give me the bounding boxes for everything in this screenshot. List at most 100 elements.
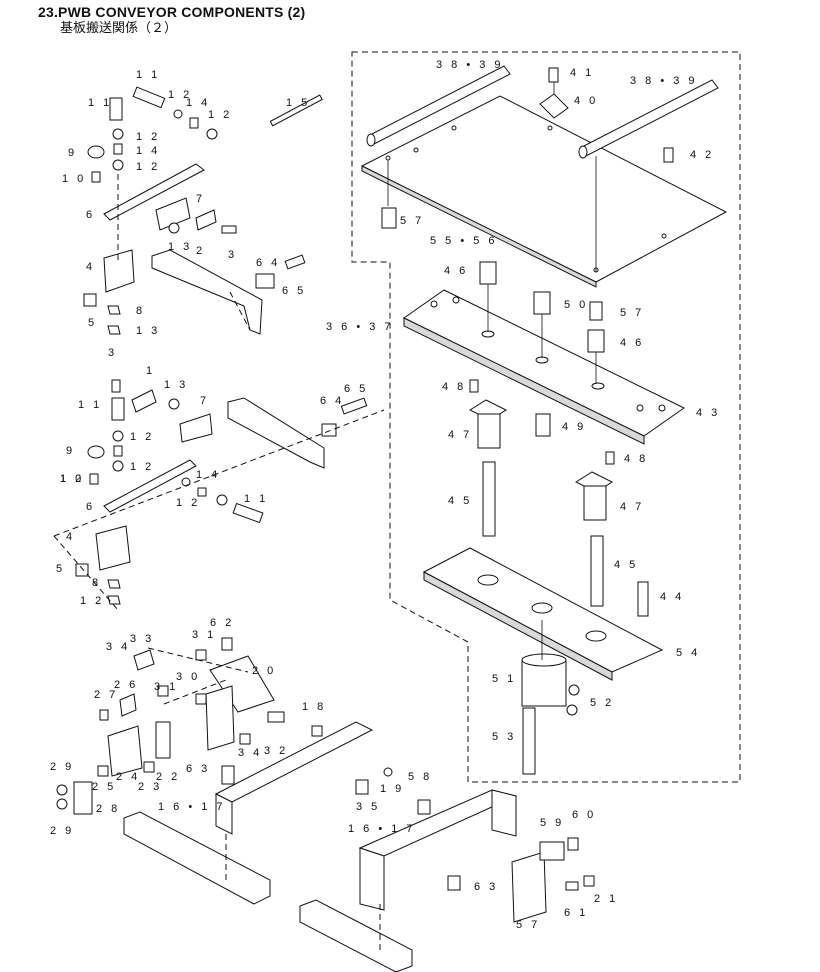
fitting-52b — [566, 704, 578, 716]
bracket-4b — [95, 525, 131, 571]
bolt-11c — [111, 397, 125, 421]
part-callout-label: 3 8 • 3 9 — [436, 59, 504, 71]
fitting-46a — [479, 261, 497, 285]
bottom-center-plate-assembly — [299, 789, 595, 972]
part-callout-label: 5 4 — [676, 647, 700, 659]
left-middle-rail-assembly — [53, 379, 385, 611]
bracket-24 — [107, 725, 143, 777]
part-callout-label: 4 5 — [448, 495, 472, 507]
part-callout-label: 1 4 — [196, 469, 220, 481]
bracket-4a — [103, 249, 135, 293]
knob-9b — [87, 445, 105, 459]
shaft-45b — [590, 535, 604, 607]
part-callout-label: 5 7 — [620, 307, 644, 319]
shaft-45a — [482, 461, 496, 537]
part-callout-label: 2 8 — [96, 803, 120, 815]
part-callout-label: 3 4 — [106, 641, 130, 653]
part-callout-label: 3 — [108, 347, 117, 359]
part-callout-label: 6 1 — [564, 907, 588, 919]
part-callout-label: 9 — [68, 147, 77, 159]
rod-53 — [522, 707, 536, 775]
part-callout-label: 1 1 — [78, 399, 102, 411]
part-callout-label: 5 7 — [516, 919, 540, 931]
part-callout-label: 4 3 — [696, 407, 720, 419]
part-callout-label: 1 3 — [164, 379, 188, 391]
part-callout-label: 1 5 — [286, 97, 310, 109]
part-callout-label: 5 8 — [408, 771, 432, 783]
part-callout-label: 1 1 — [88, 97, 112, 109]
part-callout-label: 3 2 — [264, 745, 288, 757]
part-callout-label: 5 — [56, 563, 65, 575]
part-callout-label: 1 2 — [208, 109, 232, 121]
part-callout-label: 3 6 • 3 7 — [326, 321, 394, 333]
page-title: 23.PWB CONVEYOR COMPONENTS (2) — [38, 4, 306, 20]
part-callout-label: 3 0 — [176, 671, 200, 683]
part-callout-label: 3 3 — [130, 633, 154, 645]
part-callout-label: 3 5 — [356, 801, 380, 813]
part-callout-label: 4 7 — [448, 429, 472, 441]
screw-5a — [83, 293, 97, 307]
base-plate-left — [123, 811, 271, 905]
part-callout-label: 1 1 — [136, 69, 160, 81]
cylinder-28 — [73, 781, 93, 815]
left-top-rail-assembly — [83, 86, 323, 335]
part-callout-label: 2 — [196, 245, 205, 257]
screw-48b — [605, 451, 615, 465]
part-callout-label: 7 — [200, 395, 209, 407]
part-callout-label: 1 2 — [80, 595, 104, 607]
part-callout-label: 4 5 — [614, 559, 638, 571]
part-callout-label: 1 4 — [186, 97, 210, 109]
part-callout-label: 3 — [228, 249, 237, 261]
part-callout-label: 4 8 — [442, 381, 466, 393]
screw-41 — [548, 67, 559, 83]
part-callout-label: 2 9 — [50, 825, 74, 837]
part-callout-label: 6 2 — [210, 617, 234, 629]
part-callout-label: 2 9 — [50, 761, 74, 773]
part-callout-label: 5 0 — [564, 299, 588, 311]
block-22 — [155, 721, 171, 759]
part-callout-label: 1 2 — [136, 131, 160, 143]
plate-57b — [511, 851, 547, 923]
part-callout-label: 1 8 — [302, 701, 326, 713]
fitting-50 — [533, 291, 551, 315]
part-callout-label: 7 — [196, 193, 205, 205]
screw-48a — [469, 379, 479, 393]
part-callout-label: 5 — [88, 317, 97, 329]
part-callout-label: 6 0 — [572, 809, 596, 821]
conveyor-plate-assembly — [360, 65, 728, 775]
part-callout-label: 1 2 — [130, 461, 154, 473]
part-callout-label: 5 2 — [590, 697, 614, 709]
rail-plate-a — [151, 249, 263, 335]
rail-plate-b — [227, 397, 325, 469]
part-callout-label: 6 5 — [282, 285, 306, 297]
bracket-7b — [179, 413, 213, 443]
part-callout-label: 1 3 — [168, 241, 192, 253]
part-callout-label: 5 9 — [540, 817, 564, 829]
part-callout-label: 6 4 — [256, 257, 280, 269]
part-callout-label: 2 6 — [114, 679, 138, 691]
part-callout-label: 1 1 — [244, 493, 268, 505]
bracket-2a — [195, 209, 217, 231]
part-callout-label: 1 9 — [380, 783, 404, 795]
left-bottom-stopper-assembly — [56, 637, 393, 905]
part-callout-label: 2 2 — [156, 771, 180, 783]
part-callout-label: 1 0 — [60, 473, 84, 485]
guide-6b — [103, 459, 197, 513]
part-callout-label: 4 7 — [620, 501, 644, 513]
part-callout-label: 4 9 — [562, 421, 586, 433]
fitting-52a — [568, 684, 580, 696]
part-callout-label: 9 — [66, 445, 75, 457]
part-callout-label: 4 6 — [620, 337, 644, 349]
part-callout-label: 1 6 • 1 7 — [158, 801, 226, 813]
rod-15 — [269, 94, 323, 127]
bracket-33 — [133, 649, 155, 671]
part-callout-label: 1 3 — [136, 325, 160, 337]
rail-left — [366, 65, 511, 147]
part-callout-label: 6 3 — [186, 763, 210, 775]
plate-16-17-left — [214, 721, 374, 803]
fitting-49 — [535, 413, 551, 437]
part-callout-label: 8 — [136, 305, 145, 317]
screw-44 — [637, 581, 649, 617]
part-callout-label: 6 4 — [320, 395, 344, 407]
